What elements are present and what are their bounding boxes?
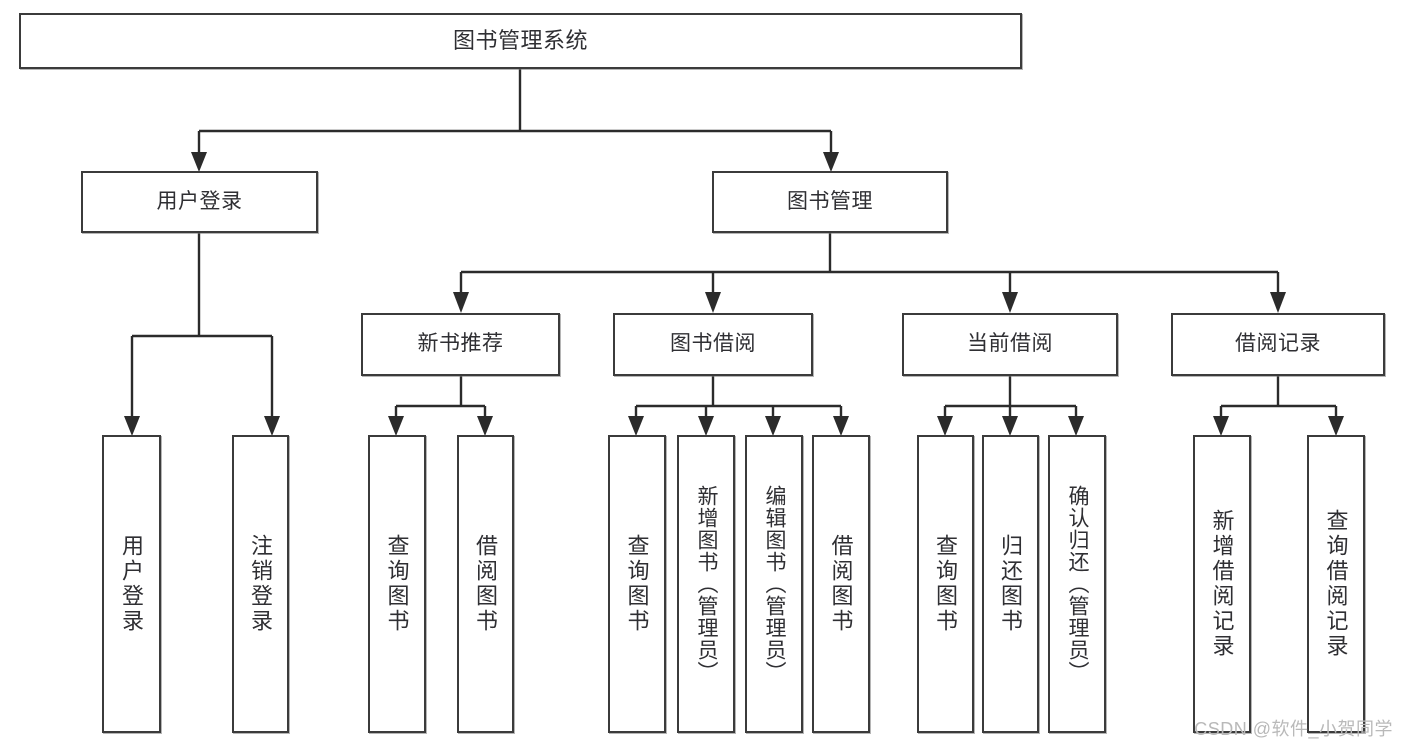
- node-label: 新增图书（管理员）: [695, 485, 719, 683]
- node-label: 图书借阅: [670, 332, 756, 356]
- node-user-login[interactable]: 用户登录: [81, 171, 318, 233]
- leaf-node-borrow-book[interactable]: 借阅图书: [812, 435, 870, 733]
- node-label: 图书管理系统: [452, 28, 588, 54]
- node-label: 借阅图书: [828, 534, 854, 634]
- edge-new-book-recommend-to-leaves: [388, 376, 493, 436]
- edge-book-borrow-to-leaves: [628, 376, 849, 436]
- node-label: 新增借阅记录: [1209, 509, 1235, 659]
- node-label: 查询借阅记录: [1323, 509, 1349, 659]
- leaf-node-return-book[interactable]: 归还图书: [982, 435, 1039, 733]
- leaf-node-logout[interactable]: 注销登录: [232, 435, 289, 733]
- edge-book-management-to-level3: [453, 233, 1286, 313]
- node-label: 借阅图书: [473, 534, 499, 634]
- node-new-book-recommend[interactable]: 新书推荐: [361, 313, 560, 376]
- node-label: 用户登录: [119, 534, 145, 634]
- node-label: 注销登录: [248, 534, 274, 634]
- node-current-borrow[interactable]: 当前借阅: [902, 313, 1118, 376]
- leaf-node-query-book-borrow[interactable]: 查询图书: [608, 435, 666, 733]
- leaf-node-add-book-admin[interactable]: 新增图书（管理员）: [677, 435, 735, 733]
- node-label: 图书管理: [787, 189, 873, 213]
- leaf-node-query-book-current[interactable]: 查询图书: [917, 435, 974, 733]
- edge-borrow-record-to-leaves: [1213, 376, 1344, 436]
- node-label: 当前借阅: [967, 332, 1053, 356]
- leaf-node-edit-book-admin[interactable]: 编辑图书（管理员）: [745, 435, 803, 733]
- node-borrow-record[interactable]: 借阅记录: [1171, 313, 1385, 376]
- csdn-watermark: CSDN @软件_小贺同学: [1194, 719, 1393, 739]
- node-label: 用户登录: [156, 189, 243, 213]
- node-root-book-management-system[interactable]: 图书管理系统: [19, 13, 1022, 69]
- edge-current-borrow-to-leaves: [937, 376, 1084, 436]
- node-book-management[interactable]: 图书管理: [712, 171, 948, 233]
- node-label: 查询图书: [384, 534, 410, 634]
- node-label: 确认归还（管理员）: [1066, 485, 1090, 683]
- node-label: 编辑图书（管理员）: [763, 485, 787, 683]
- edge-root-to-level2: [191, 68, 839, 172]
- node-label: 借阅记录: [1235, 332, 1321, 356]
- leaf-node-user-login[interactable]: 用户登录: [102, 435, 161, 733]
- leaf-node-confirm-return-admin[interactable]: 确认归还（管理员）: [1048, 435, 1106, 733]
- node-book-borrow[interactable]: 图书借阅: [613, 313, 813, 376]
- node-label: 归还图书: [998, 534, 1024, 634]
- node-label: 查询图书: [933, 534, 959, 634]
- node-label: 查询图书: [624, 534, 650, 634]
- leaf-node-borrow-book-recommend[interactable]: 借阅图书: [457, 435, 514, 733]
- leaf-node-query-book-recommend[interactable]: 查询图书: [368, 435, 426, 733]
- leaf-node-add-borrow-record[interactable]: 新增借阅记录: [1193, 435, 1251, 733]
- node-label: 新书推荐: [417, 332, 504, 356]
- edge-user-login-to-leaves: [124, 233, 280, 436]
- leaf-node-query-borrow-record[interactable]: 查询借阅记录: [1307, 435, 1365, 733]
